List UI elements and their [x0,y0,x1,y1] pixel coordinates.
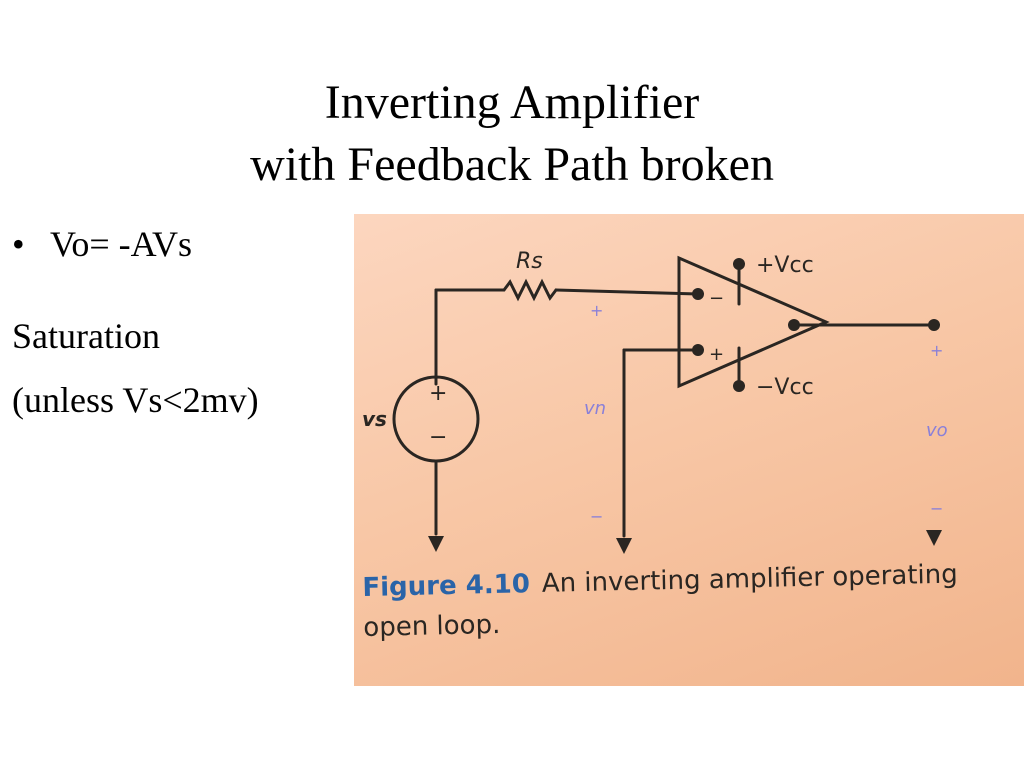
ground-arrow-middle [616,538,632,554]
label-vn: vn [584,398,606,419]
opamp-triangle [677,255,830,389]
ground-arrow-left [428,536,444,552]
node-opamp-output [788,319,800,331]
title-line-2: with Feedback Path broken [250,138,774,191]
circuit-diagram: Rs +Vcc −Vcc vs + − − + + vn − + vo − [362,249,948,554]
bullet-item: • Vo= -AVs [12,222,259,266]
slide-title: Inverting Amplifier with Feedback Path b… [0,72,1024,196]
figure-label: Figure 4.10 [362,569,531,603]
bullet-text: Vo= -AVs [50,224,193,264]
node-vcc-minus [733,380,745,392]
node-vo [928,319,940,331]
label-vn-plus: + [590,301,603,320]
opamp-plus-sign: + [709,344,724,365]
label-vs: vs [362,407,387,431]
node-inverting-input [692,288,704,300]
bullet-marker: • [12,224,25,264]
source-plus-sign: + [429,381,447,406]
slide-body: • Vo= -AVs Saturation (unless Vs<2mv) [12,222,259,422]
label-vo-minus: − [930,499,943,518]
condition-text: (unless Vs<2mv) [12,380,259,420]
wire-to-inverting-input [554,288,700,296]
resistor-rs [502,278,558,302]
node-vcc-plus [733,258,745,270]
label-vcc-plus: +Vcc [756,253,814,278]
saturation-text: Saturation [12,316,160,356]
label-rs: Rs [516,249,543,274]
node-noninverting-input [692,344,704,356]
title-line-1: Inverting Amplifier [324,76,700,129]
circuit-figure-photo: Rs +Vcc −Vcc vs + − − + + vn − + vo − Fi… [354,214,1024,686]
label-vn-minus: − [590,507,603,526]
label-vo: vo [926,420,948,441]
source-minus-sign: − [429,425,447,450]
opamp-minus-sign: − [709,288,724,309]
label-vo-plus: + [930,341,943,360]
label-vcc-minus: −Vcc [756,375,814,400]
ground-arrow-right [926,530,942,546]
